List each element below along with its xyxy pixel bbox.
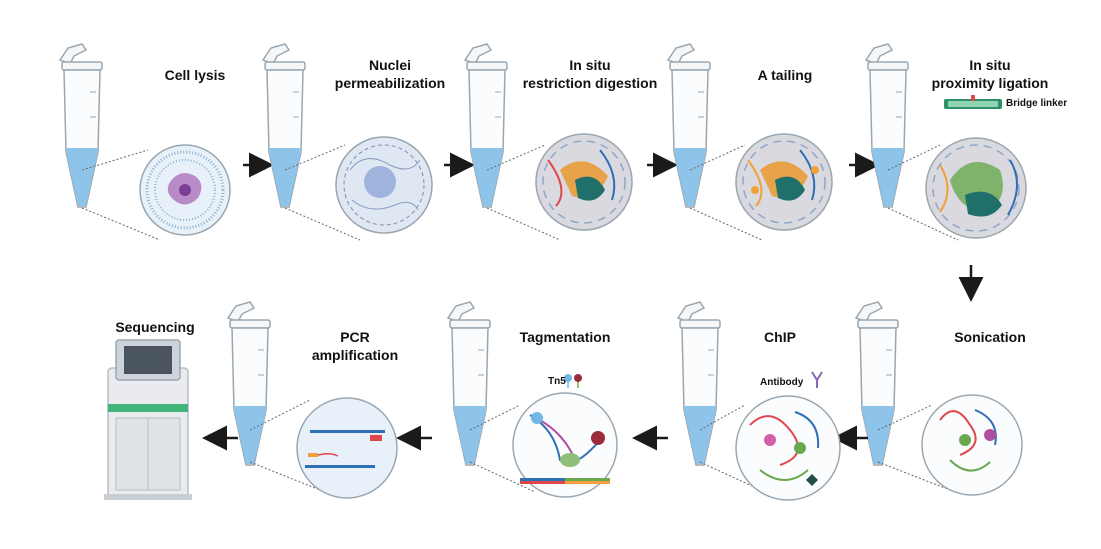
- step-tagmentation: [447, 301, 618, 498]
- step-proximity-ligation: [865, 43, 1027, 241]
- label-nuclei-2: permeabilization: [334, 75, 446, 91]
- label-proximity-2: proximity ligation: [931, 75, 1049, 91]
- tube-icon: [447, 301, 491, 466]
- label-sonication: Sonication: [954, 329, 1026, 345]
- tube-icon: [227, 301, 271, 466]
- step-cell-lysis: [59, 43, 231, 241]
- label-pcr-1: PCR: [340, 329, 370, 345]
- step-chip: [677, 301, 841, 501]
- tn5-icon: [564, 374, 582, 388]
- step-pcr: [227, 301, 398, 499]
- label-bridge-linker: Bridge linker: [1006, 98, 1068, 109]
- tube-icon: [865, 43, 909, 208]
- tube-icon: [855, 301, 899, 466]
- tube-icon: [667, 43, 711, 208]
- label-a-tailing: A tailing: [757, 67, 813, 83]
- label-restriction-1: In situ: [569, 57, 611, 73]
- tube-icon: [677, 301, 721, 466]
- label-pcr-2: amplification: [311, 347, 399, 363]
- label-proximity-1: In situ: [969, 57, 1011, 73]
- step-restriction: [464, 43, 633, 241]
- label-sequencing: Sequencing: [115, 319, 195, 335]
- label-nuclei-1: Nuclei: [368, 57, 411, 73]
- label-tn5: Tn5: [548, 376, 566, 387]
- tube-icon: [59, 43, 103, 208]
- tube-icon: [262, 43, 306, 208]
- sequencer-icon: [104, 339, 192, 500]
- step-nuclei: [262, 43, 433, 241]
- label-chip: ChIP: [764, 329, 796, 345]
- step-a-tailing: [667, 43, 833, 241]
- tube-icon: [464, 43, 508, 208]
- bridge-linker-icon: [944, 95, 1002, 109]
- label-restriction-2: restriction digestion: [522, 75, 658, 91]
- step-sonication: [855, 301, 1023, 496]
- antibody-icon: [811, 371, 823, 388]
- label-antibody: Antibody: [760, 377, 804, 388]
- label-cell-lysis: Cell lysis: [164, 67, 226, 83]
- label-tagmentation: Tagmentation: [519, 329, 611, 345]
